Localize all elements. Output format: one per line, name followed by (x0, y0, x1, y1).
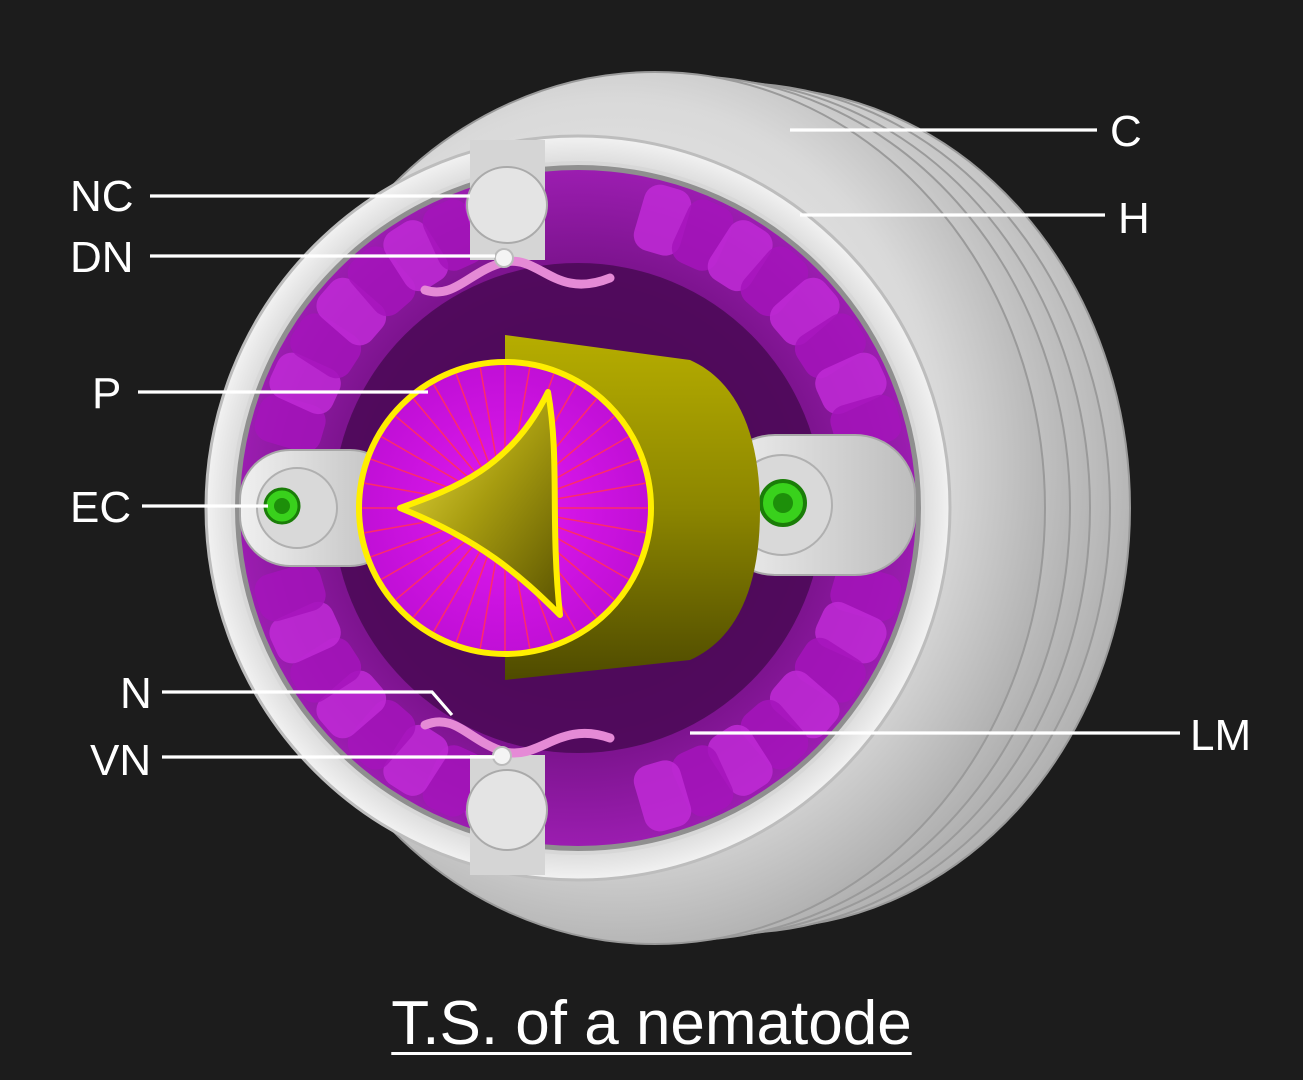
muscle-cell (347, 246, 416, 317)
leader-lines (138, 128, 1180, 759)
ventral-cord (466, 755, 548, 875)
label-dorsal-nerve: DN (70, 233, 134, 282)
triradiate-lumen (397, 389, 563, 618)
muscle-cell (740, 699, 809, 770)
ventral-nerve (492, 746, 512, 766)
pharynx (356, 359, 654, 657)
excretory-canals (263, 479, 807, 527)
muscle-cell (316, 277, 387, 346)
label-pharynx: P (92, 369, 121, 418)
muscle-cell (633, 760, 692, 832)
label-ventral-nerve: VN (90, 736, 151, 785)
dorsal-cord (466, 140, 548, 260)
label-excretory-canal: EC (70, 483, 131, 532)
muscle-cell (769, 277, 840, 346)
muscle-cell (347, 699, 416, 770)
label-cuticle: C (1110, 107, 1142, 156)
muscle-cell (740, 246, 809, 317)
muscle-cell (316, 670, 387, 739)
label-longitudinal-muscle: LM (1190, 711, 1251, 760)
diagram-caption: T.S. of a nematode (391, 989, 912, 1058)
muscle-cell (254, 563, 326, 622)
label-nerve: N (120, 669, 152, 718)
muscle-cell (769, 670, 840, 739)
label-nerve-cord: NC (70, 172, 134, 221)
label-hypodermis: H (1118, 194, 1150, 243)
dorsal-nerve (494, 248, 514, 268)
